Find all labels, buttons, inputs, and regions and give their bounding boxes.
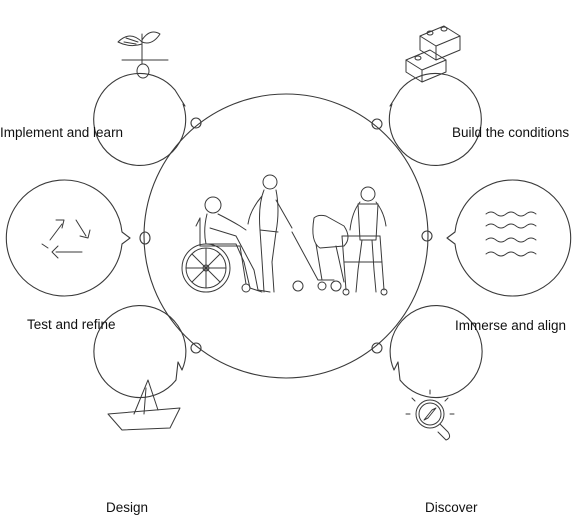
waves-icon (485, 211, 537, 257)
label-implement-and-learn: Implement and learn (0, 125, 124, 140)
connector-dot (190, 342, 202, 354)
building-blocks-icon (405, 25, 461, 83)
recycle-arrows-icon (41, 219, 91, 259)
bubble-implement (93, 31, 187, 167)
connector-dot (139, 231, 151, 245)
connector-dot (371, 118, 383, 130)
people-illustration (181, 174, 388, 296)
label-immerse-and-align: Immerse and align (455, 318, 567, 333)
bubble-test (5, 179, 131, 297)
compass-magnifier-icon (405, 389, 455, 441)
connector-dot (190, 117, 202, 129)
sprouting-seed-icon (117, 31, 169, 79)
bubble-build (388, 25, 482, 167)
label-test-and-refine: Test and refine (27, 317, 116, 332)
center-circle (143, 93, 429, 379)
label-build-the-conditions: Build the conditions (452, 125, 570, 140)
connector-dot (421, 230, 433, 242)
label-design: Design (106, 500, 149, 515)
bubble-design (93, 305, 187, 431)
paper-boat-icon (107, 379, 181, 431)
bubble-discover (389, 305, 483, 441)
connector-dot (371, 342, 383, 354)
label-discover: Discover (425, 500, 478, 515)
bubble-immerse (446, 179, 572, 297)
